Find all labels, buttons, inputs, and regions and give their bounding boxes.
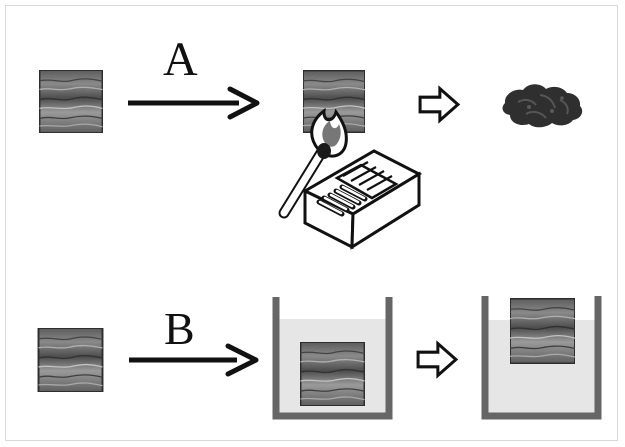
- process-a-label: A: [163, 33, 198, 86]
- wood-block-icon: [510, 298, 575, 364]
- process-b-label: B: [164, 303, 195, 354]
- ash-icon: [502, 84, 583, 128]
- hollow-arrow-icon: [418, 86, 460, 123]
- matchbox-icon: [301, 149, 423, 250]
- wood-block-icon: [300, 342, 365, 406]
- right-arrow-icon: [128, 86, 260, 120]
- match-icon: [278, 143, 331, 219]
- right-arrow-icon: [129, 343, 259, 377]
- wood-block-icon: [39, 70, 103, 133]
- wood-block-icon: [37, 328, 104, 392]
- hollow-arrow-icon: [416, 341, 458, 378]
